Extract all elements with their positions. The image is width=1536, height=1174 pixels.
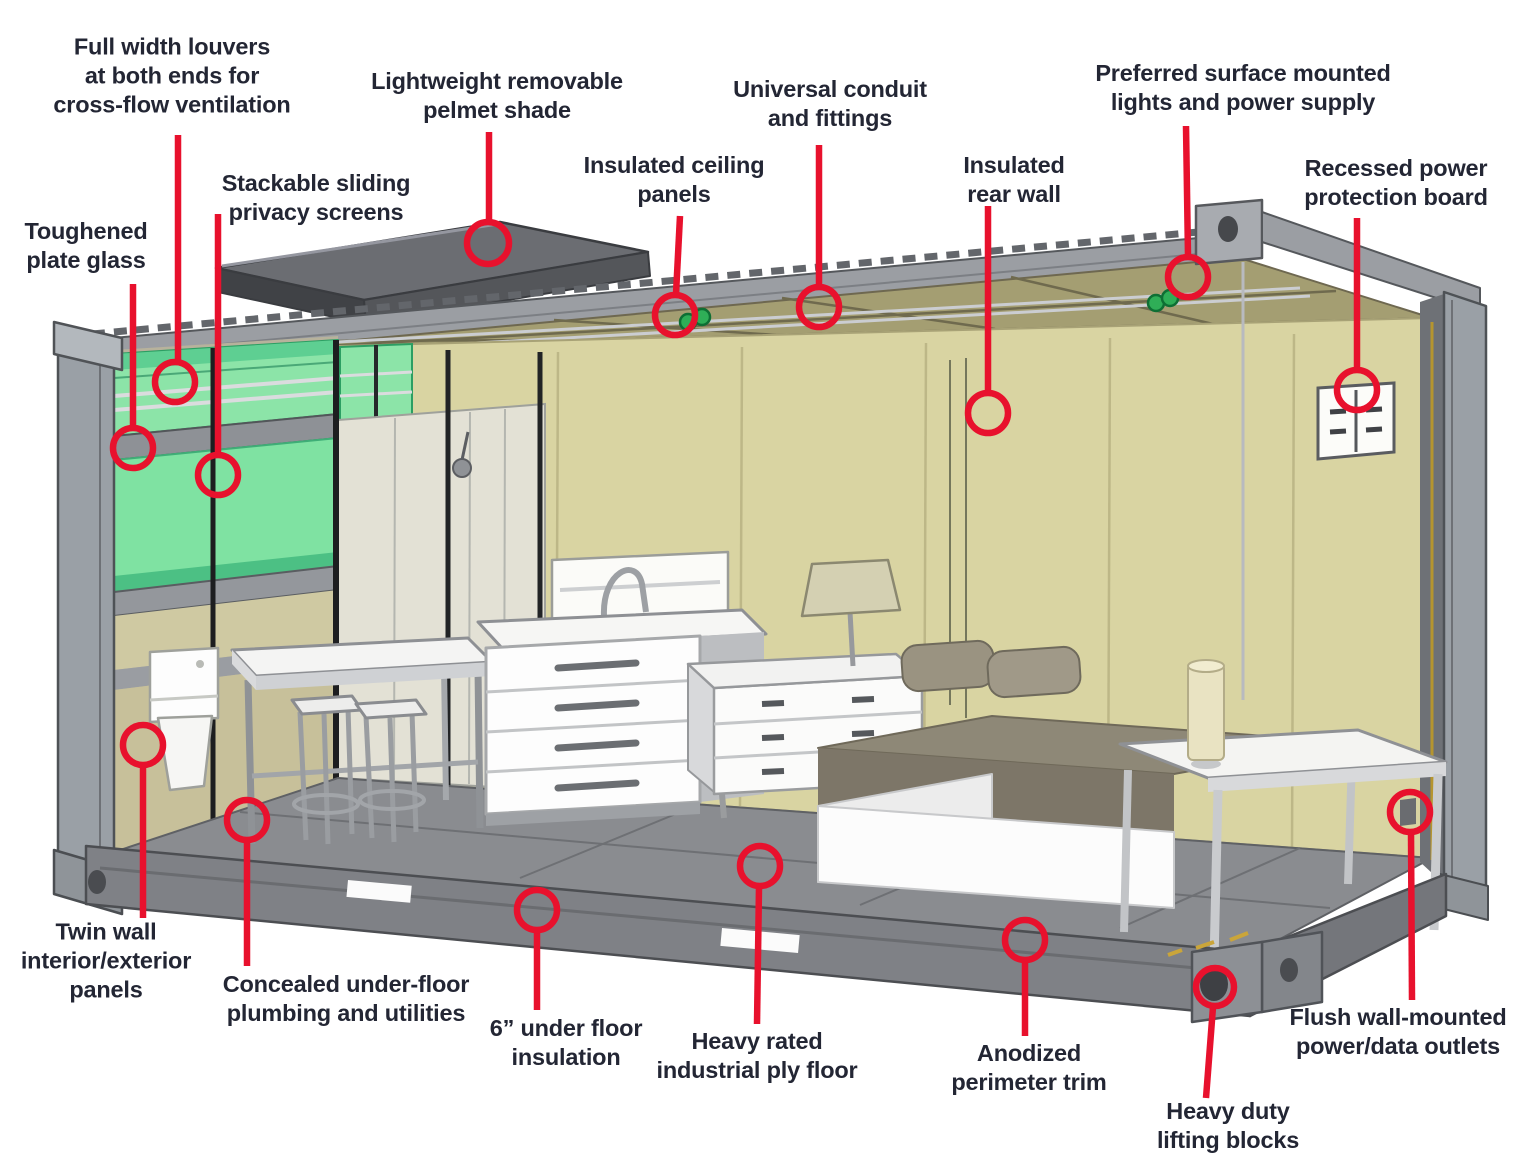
callout-circle-floor-insulation	[513, 886, 561, 934]
ceiling-light-fixture-right	[1146, 288, 1180, 313]
top-left-casting	[52, 320, 124, 372]
roof-rail-line	[91, 249, 1243, 357]
cylinder-lamp	[1187, 659, 1225, 769]
furniture	[148, 550, 1448, 963]
bed	[817, 639, 1349, 909]
callout-circle-power-board	[1333, 366, 1381, 414]
pillow	[900, 639, 996, 693]
callout-circle-louvers	[151, 358, 199, 406]
casting-hole	[1218, 216, 1238, 242]
callout-layer	[109, 125, 1434, 1099]
wall-outlet-mark	[1400, 798, 1416, 826]
callout-circle-toughened-glass	[109, 424, 157, 472]
stool	[290, 694, 364, 845]
shower-head	[452, 431, 472, 478]
lifting-hole	[1200, 967, 1228, 1001]
plate-glass-window	[113, 437, 339, 593]
callout-circle-outlets	[1386, 788, 1434, 836]
callout-circle-ply-floor	[736, 842, 784, 890]
stencil-plate	[346, 880, 412, 903]
power-protection-board	[1316, 381, 1396, 461]
bar-table	[230, 636, 494, 845]
callout-circle-plumbing	[223, 796, 271, 844]
base-rail	[84, 844, 1448, 1024]
callout-circle-perimeter-trim	[1001, 916, 1049, 964]
faucet	[600, 567, 649, 617]
callout-line-lifting-blocks	[1202, 1006, 1217, 1099]
callout-circle-conduit	[795, 283, 843, 331]
callout-circle-twin-wall	[119, 721, 167, 769]
clerestory-louver-band	[339, 342, 413, 426]
callout-circle-pelmet-shade	[463, 218, 513, 268]
callout-line-surface-lights	[1182, 125, 1192, 257]
pelmet-shade-panel	[214, 220, 651, 325]
callout-line-ceiling-panels	[672, 215, 684, 295]
callout-line-outlets	[1407, 832, 1416, 1001]
lifting-hole	[1280, 958, 1298, 982]
right-end	[1194, 198, 1489, 921]
casting-hole	[88, 870, 106, 894]
callout-circle-lifting-blocks	[1192, 964, 1238, 1010]
left-corner-post	[56, 330, 116, 882]
callout-line-ply-floor	[753, 886, 763, 1025]
callout-circle-surface-lights	[1164, 253, 1212, 301]
stool	[354, 698, 428, 843]
pelmet-highlight	[221, 222, 499, 268]
right-corner-post	[1442, 290, 1488, 916]
drawer-handles	[554, 659, 640, 792]
pillow	[986, 645, 1082, 699]
anodized-trim-ticks	[1167, 931, 1249, 957]
front-rail-shading	[99, 866, 1241, 974]
callout-circle-privacy-screens	[194, 451, 242, 499]
callout-circle-ceiling-panels	[651, 291, 699, 339]
toilet	[148, 646, 220, 792]
callout-circle-rear-wall	[964, 389, 1012, 437]
table-lamp	[800, 558, 902, 667]
roof-corrugation	[91, 224, 1243, 338]
